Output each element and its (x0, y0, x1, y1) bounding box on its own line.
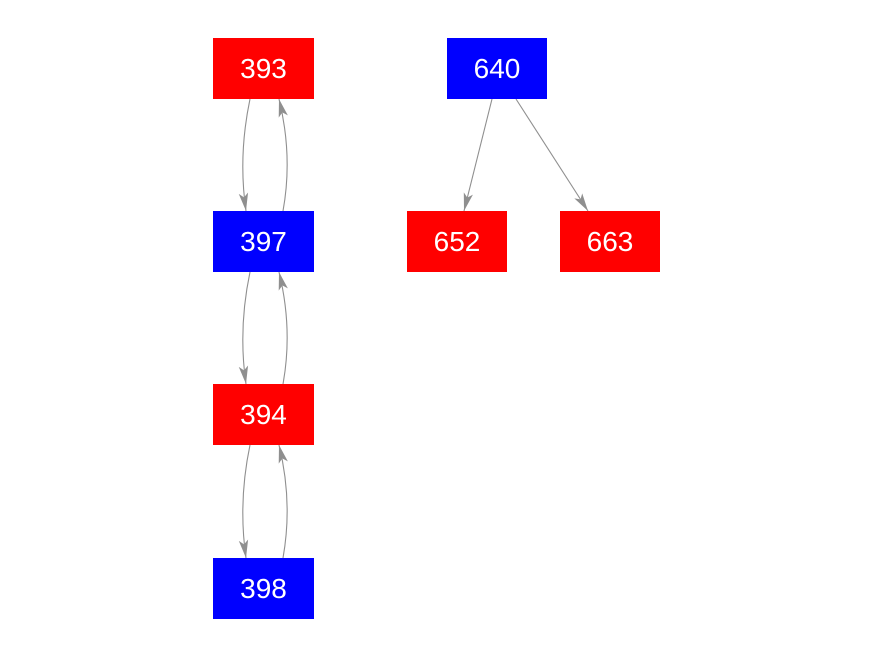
edge-397-393 (278, 98, 288, 212)
node-397: 397 (213, 211, 314, 272)
edge-398-394 (278, 444, 288, 559)
edge-group (238, 98, 589, 559)
edge-394-398 (238, 444, 251, 559)
node-393: 393 (213, 38, 314, 99)
node-663: 663 (560, 211, 660, 272)
edge-640-663 (515, 98, 589, 212)
node-652: 652 (407, 211, 507, 272)
edge-393-397 (238, 98, 251, 212)
edge-397-394 (238, 271, 251, 385)
node-394: 394 (213, 384, 314, 445)
node-640: 640 (447, 38, 547, 99)
node-398: 398 (213, 558, 314, 619)
edge-640-652 (463, 98, 493, 212)
edge-394-397 (278, 271, 288, 385)
